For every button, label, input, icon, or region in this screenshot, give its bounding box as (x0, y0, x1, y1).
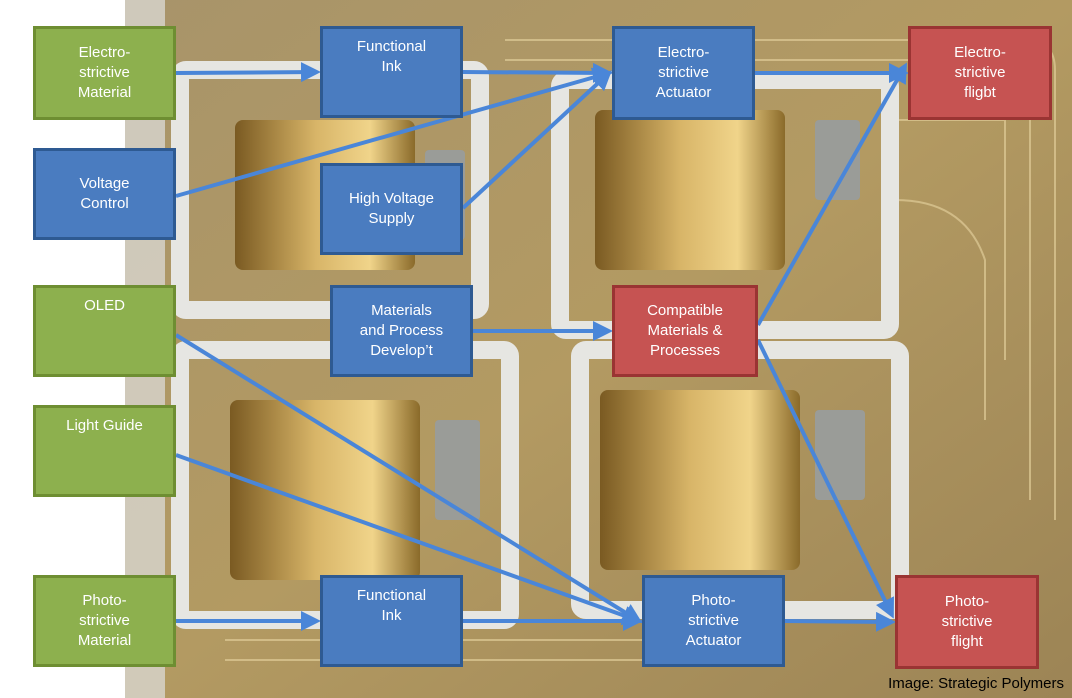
arrow-high_voltage_supply-to-electrostrictive_actuator (461, 70, 612, 210)
image-credit: Image: Strategic Polymers (888, 675, 1064, 692)
arrow-compatible_materials-to-electrostrictive_flight (756, 62, 907, 326)
arrow-voltage_control-to-electrostrictive_actuator (175, 67, 613, 198)
node-oled: OLED (33, 285, 176, 377)
node-voltage-control: Voltage Control (33, 148, 176, 240)
node-functional-ink-top: Functional Ink (320, 26, 463, 118)
node-compatible-materials-processes: Compatible Materials & Processes (612, 285, 758, 377)
node-electrostrictive-material: Electro- strictive Material (33, 26, 176, 120)
node-photostrictive-actuator: Photo- strictive Actuator (642, 575, 785, 667)
arrow-oled-to-photostrictive_actuator (174, 333, 643, 624)
node-high-voltage-supply: High Voltage Supply (320, 163, 463, 255)
node-materials-process-development: Materials and Process Develop’t (330, 285, 473, 377)
node-photostrictive-flight: Photo- strictive flight (895, 575, 1039, 669)
arrow-electrostrictive_material-to-functional_ink_top (175, 62, 321, 83)
arrow-light_guide-to-photostrictive_actuator (175, 453, 643, 626)
node-electrostrictive-flight: Electro- strictive fligbt (908, 26, 1052, 120)
arrow-photostrictive_actuator-to-photostrictive_flight (784, 611, 896, 632)
node-photostrictive-material: Photo- strictive Material (33, 575, 176, 667)
node-light-guide: Light Guide (33, 405, 176, 497)
arrow-compatible_materials-to-photostrictive_flight (756, 339, 894, 619)
node-electrostrictive-actuator: Electro- strictive Actuator (612, 26, 755, 120)
node-functional-ink-bottom: Functional Ink (320, 575, 463, 667)
arrow-functional_ink_top-to-electrostrictive_actuator (462, 62, 613, 83)
